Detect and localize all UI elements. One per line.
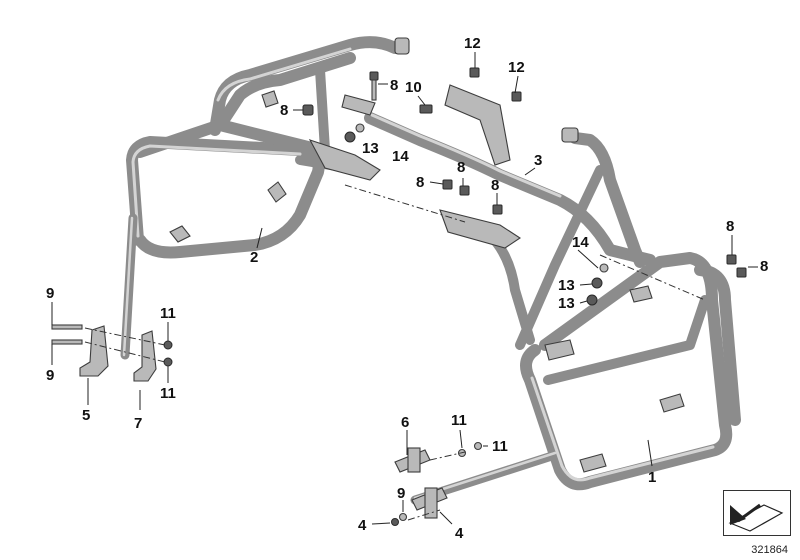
callout-4-left: 4 — [358, 517, 367, 534]
leader-lines — [51, 52, 758, 525]
callout-13-b: 13 — [558, 277, 575, 294]
document-number: 321864 — [751, 544, 788, 556]
callout-11-a: 11 — [160, 305, 176, 322]
callout-11-c: 11 — [451, 412, 467, 429]
frame-right-part-1 — [410, 252, 741, 505]
callout-4-right: 4 — [455, 525, 464, 542]
callout-8-b: 8 — [280, 102, 288, 119]
bracket-part-5 — [79, 325, 109, 377]
callout-6: 6 — [401, 414, 409, 431]
callout-10: 10 — [405, 79, 422, 96]
clamp-part-4 — [411, 487, 448, 519]
callout-12-top: 12 — [464, 35, 481, 52]
callout-14-a: 14 — [392, 148, 409, 165]
frame-left-part-2 — [120, 36, 410, 360]
callout-7: 7 — [134, 415, 142, 432]
callout-8-c: 8 — [416, 174, 424, 191]
callout-8-g: 8 — [760, 258, 768, 275]
callout-13-c: 13 — [558, 295, 575, 312]
callout-8-e: 8 — [491, 177, 499, 194]
callout-14-b: 14 — [572, 234, 589, 251]
carrier-part-3 — [341, 84, 656, 350]
callout-11-b: 11 — [160, 385, 176, 402]
clamp-part-6 — [394, 447, 431, 473]
callout-2: 2 — [250, 249, 258, 266]
assembly-lines — [84, 184, 706, 521]
callout-labels: 12 12 8 10 8 13 14 3 8 8 8 2 8 8 14 13 1… — [46, 35, 768, 542]
callout-9-c: 9 — [397, 485, 405, 502]
callout-12-right: 12 — [508, 59, 525, 76]
callout-8-d: 8 — [457, 159, 465, 176]
callout-8-f: 8 — [726, 218, 734, 235]
callout-5: 5 — [82, 407, 90, 424]
callout-11-d: 11 — [492, 438, 508, 455]
callout-13-a: 13 — [362, 140, 379, 157]
callout-1: 1 — [648, 469, 656, 486]
callout-9-a: 9 — [46, 285, 54, 302]
callout-9-b: 9 — [46, 367, 54, 384]
bracket-part-7 — [133, 330, 157, 382]
callout-3: 3 — [534, 152, 542, 169]
orientation-arrow-icon — [723, 490, 791, 536]
fasteners — [51, 67, 747, 526]
callout-8-a: 8 — [390, 77, 398, 94]
